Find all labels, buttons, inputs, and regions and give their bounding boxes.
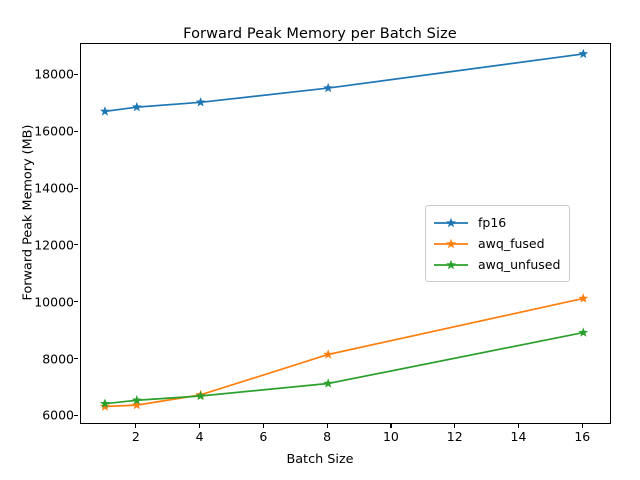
legend-swatch-icon	[433, 257, 469, 273]
x-tick-mark	[454, 424, 456, 428]
y-tick-label: 6000	[42, 407, 74, 423]
x-tick-mark	[326, 424, 328, 428]
y-tick-mark	[74, 130, 78, 132]
series-marker-awq_fused	[323, 349, 334, 359]
series-marker-fp16	[578, 48, 589, 59]
legend-swatch-icon	[433, 236, 469, 252]
x-tick-label: 6	[259, 429, 268, 444]
y-tick-label: 18000	[34, 66, 74, 82]
legend-swatch-icon	[433, 215, 469, 231]
x-tick-label: 8	[323, 429, 332, 444]
series-marker-awq_fused	[131, 399, 142, 410]
x-tick-label: 4	[195, 429, 204, 444]
series-line-awq_unfused	[104, 331, 585, 405]
y-tick-mark	[74, 358, 78, 360]
y-tick-mark	[74, 187, 78, 189]
legend-label: fp16	[478, 215, 507, 230]
series-marker-awq_unfused	[131, 395, 142, 405]
x-axis-label: Batch Size	[286, 452, 354, 467]
x-tick-label: 2	[131, 429, 140, 444]
series-marker-awq_unfused	[323, 378, 334, 388]
x-tick-label: 10	[382, 429, 399, 444]
series-line-awq_fused	[104, 297, 585, 408]
series-marker-fp16	[323, 82, 334, 93]
plot-area	[80, 43, 611, 424]
plot-series-svg	[99, 48, 589, 411]
x-tick-mark	[262, 424, 264, 428]
y-axis-tick-labels: 6000 8000 10000 12000 14000 16000 18000	[6, 0, 74, 480]
chart-legend: fp16 awq_fused awq_unfused	[425, 205, 571, 282]
legend-label: awq_unfused	[478, 257, 561, 272]
legend-item-fp16[interactable]: fp16	[433, 212, 560, 233]
y-tick-mark	[74, 414, 78, 417]
y-tick-label: 12000	[34, 237, 74, 253]
legend-item-awq_fused[interactable]: awq_fused	[433, 233, 560, 254]
y-tick-label: 14000	[34, 180, 74, 196]
chart-title: Forward Peak Memory per Batch Size	[183, 26, 457, 42]
y-tick-mark	[74, 73, 78, 75]
y-tick-mark	[74, 244, 78, 246]
series-marker-awq_fused	[578, 293, 589, 303]
x-tick-mark	[199, 424, 201, 428]
x-tick-mark	[581, 424, 583, 428]
y-tick-label: 10000	[34, 294, 74, 310]
y-tick-mark	[74, 301, 78, 303]
series-line-fp16	[104, 53, 585, 113]
series-marker-awq_fused	[99, 401, 110, 411]
x-tick-mark	[518, 424, 520, 428]
legend-label: awq_fused	[478, 236, 545, 251]
y-axis-label: Forward Peak Memory (MB)	[20, 124, 36, 301]
series-marker-awq_unfused	[195, 390, 206, 401]
legend-item-awq_unfused[interactable]: awq_unfused	[433, 254, 560, 275]
series-marker-awq_unfused	[99, 398, 110, 408]
series-marker-awq_unfused	[578, 327, 589, 337]
y-tick-label: 16000	[34, 123, 74, 139]
x-tick-label: 12	[446, 429, 463, 444]
x-tick-mark	[135, 424, 137, 428]
y-tick-label: 8000	[42, 351, 74, 367]
x-tick-mark	[390, 424, 392, 428]
x-tick-label: 16	[574, 429, 591, 444]
series-marker-fp16	[99, 106, 110, 116]
series-marker-fp16	[131, 101, 142, 112]
series-marker-fp16	[195, 97, 206, 107]
x-tick-label: 14	[510, 429, 527, 444]
